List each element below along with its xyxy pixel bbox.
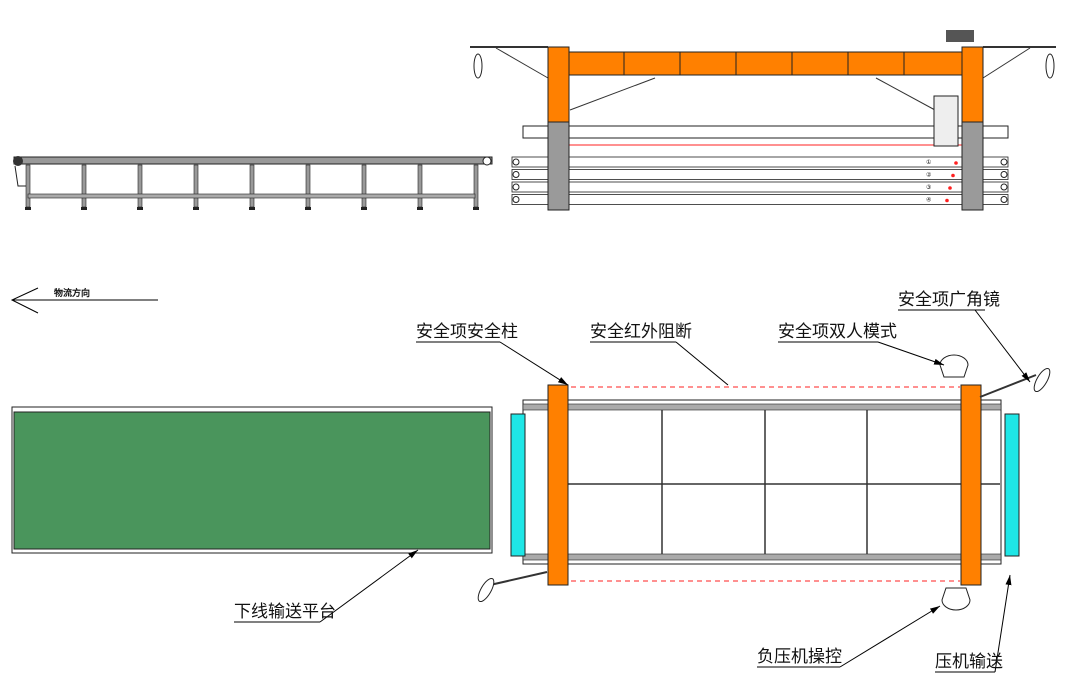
indicator-dot [945, 198, 949, 203]
roller-icon [1000, 171, 1008, 178]
press-layer [511, 181, 1009, 193]
control-panel [933, 95, 959, 147]
conveyor-side-elevation [13, 156, 493, 210]
label-press-conveyor: 压机输送 [935, 652, 1003, 672]
label-safety-mirror: 安全项广角镜 [898, 290, 1000, 310]
layer-number: ③ [926, 184, 931, 191]
label-outfeed-platform: 下线输送平台 [234, 602, 336, 622]
conveyor-foot [249, 207, 255, 210]
conveyor-leg [249, 164, 255, 208]
conveyor-foot [25, 207, 31, 210]
press-front-elevation: ① ② ③ ④ [470, 30, 1056, 211]
label-vacuum-press-control: 负压机操控 [757, 647, 842, 667]
conveyor-leg [193, 164, 199, 208]
layer-number: ② [926, 172, 932, 179]
press-plan [477, 354, 1051, 611]
conveyor-leg [137, 164, 143, 208]
outfeed-platform-plan [11, 406, 493, 554]
conveyor-foot [193, 207, 199, 210]
conveyor-leg [473, 164, 479, 208]
layer-number: ① [926, 159, 931, 166]
flow-direction-arrow: 物流方向 [10, 287, 158, 314]
roller-icon [1000, 183, 1008, 191]
pillar-lower [961, 121, 984, 211]
pillar-lower [547, 121, 570, 211]
flow-direction-label: 物流方向 [54, 287, 90, 299]
label-safety-pillar: 安全项安全柱 [416, 322, 518, 342]
conveyor-foot [473, 207, 479, 210]
conveyor-leg [25, 164, 31, 208]
roller-icon [512, 158, 520, 166]
conveyor-foot [305, 207, 311, 210]
conveyor-leg [361, 164, 367, 208]
conveyor-leg [81, 164, 87, 208]
indicator-dot [951, 173, 955, 178]
press-layer [511, 156, 1009, 168]
indicator-dot [948, 186, 952, 190]
conveyor-foot [417, 207, 423, 210]
conveyor-leg [417, 164, 423, 208]
conveyor-foot [137, 207, 143, 210]
roller-icon [1000, 196, 1008, 203]
label-safety-two-hand: 安全项双人模式 [778, 322, 897, 342]
roller-icon [1000, 158, 1008, 166]
callouts [234, 309, 1031, 673]
indicator-dot [954, 161, 958, 165]
label-safety-infrared: 安全红外阻断 [590, 322, 692, 342]
layer-number: ④ [926, 197, 931, 204]
press-layer [511, 169, 1009, 180]
conveyor-leg [305, 164, 311, 208]
conveyor-foot [81, 207, 87, 210]
press-layer [511, 194, 1009, 205]
roller-icon [512, 171, 520, 178]
roller-icon [512, 196, 520, 203]
conveyor-foot [361, 207, 367, 210]
roller-icon [512, 183, 520, 191]
